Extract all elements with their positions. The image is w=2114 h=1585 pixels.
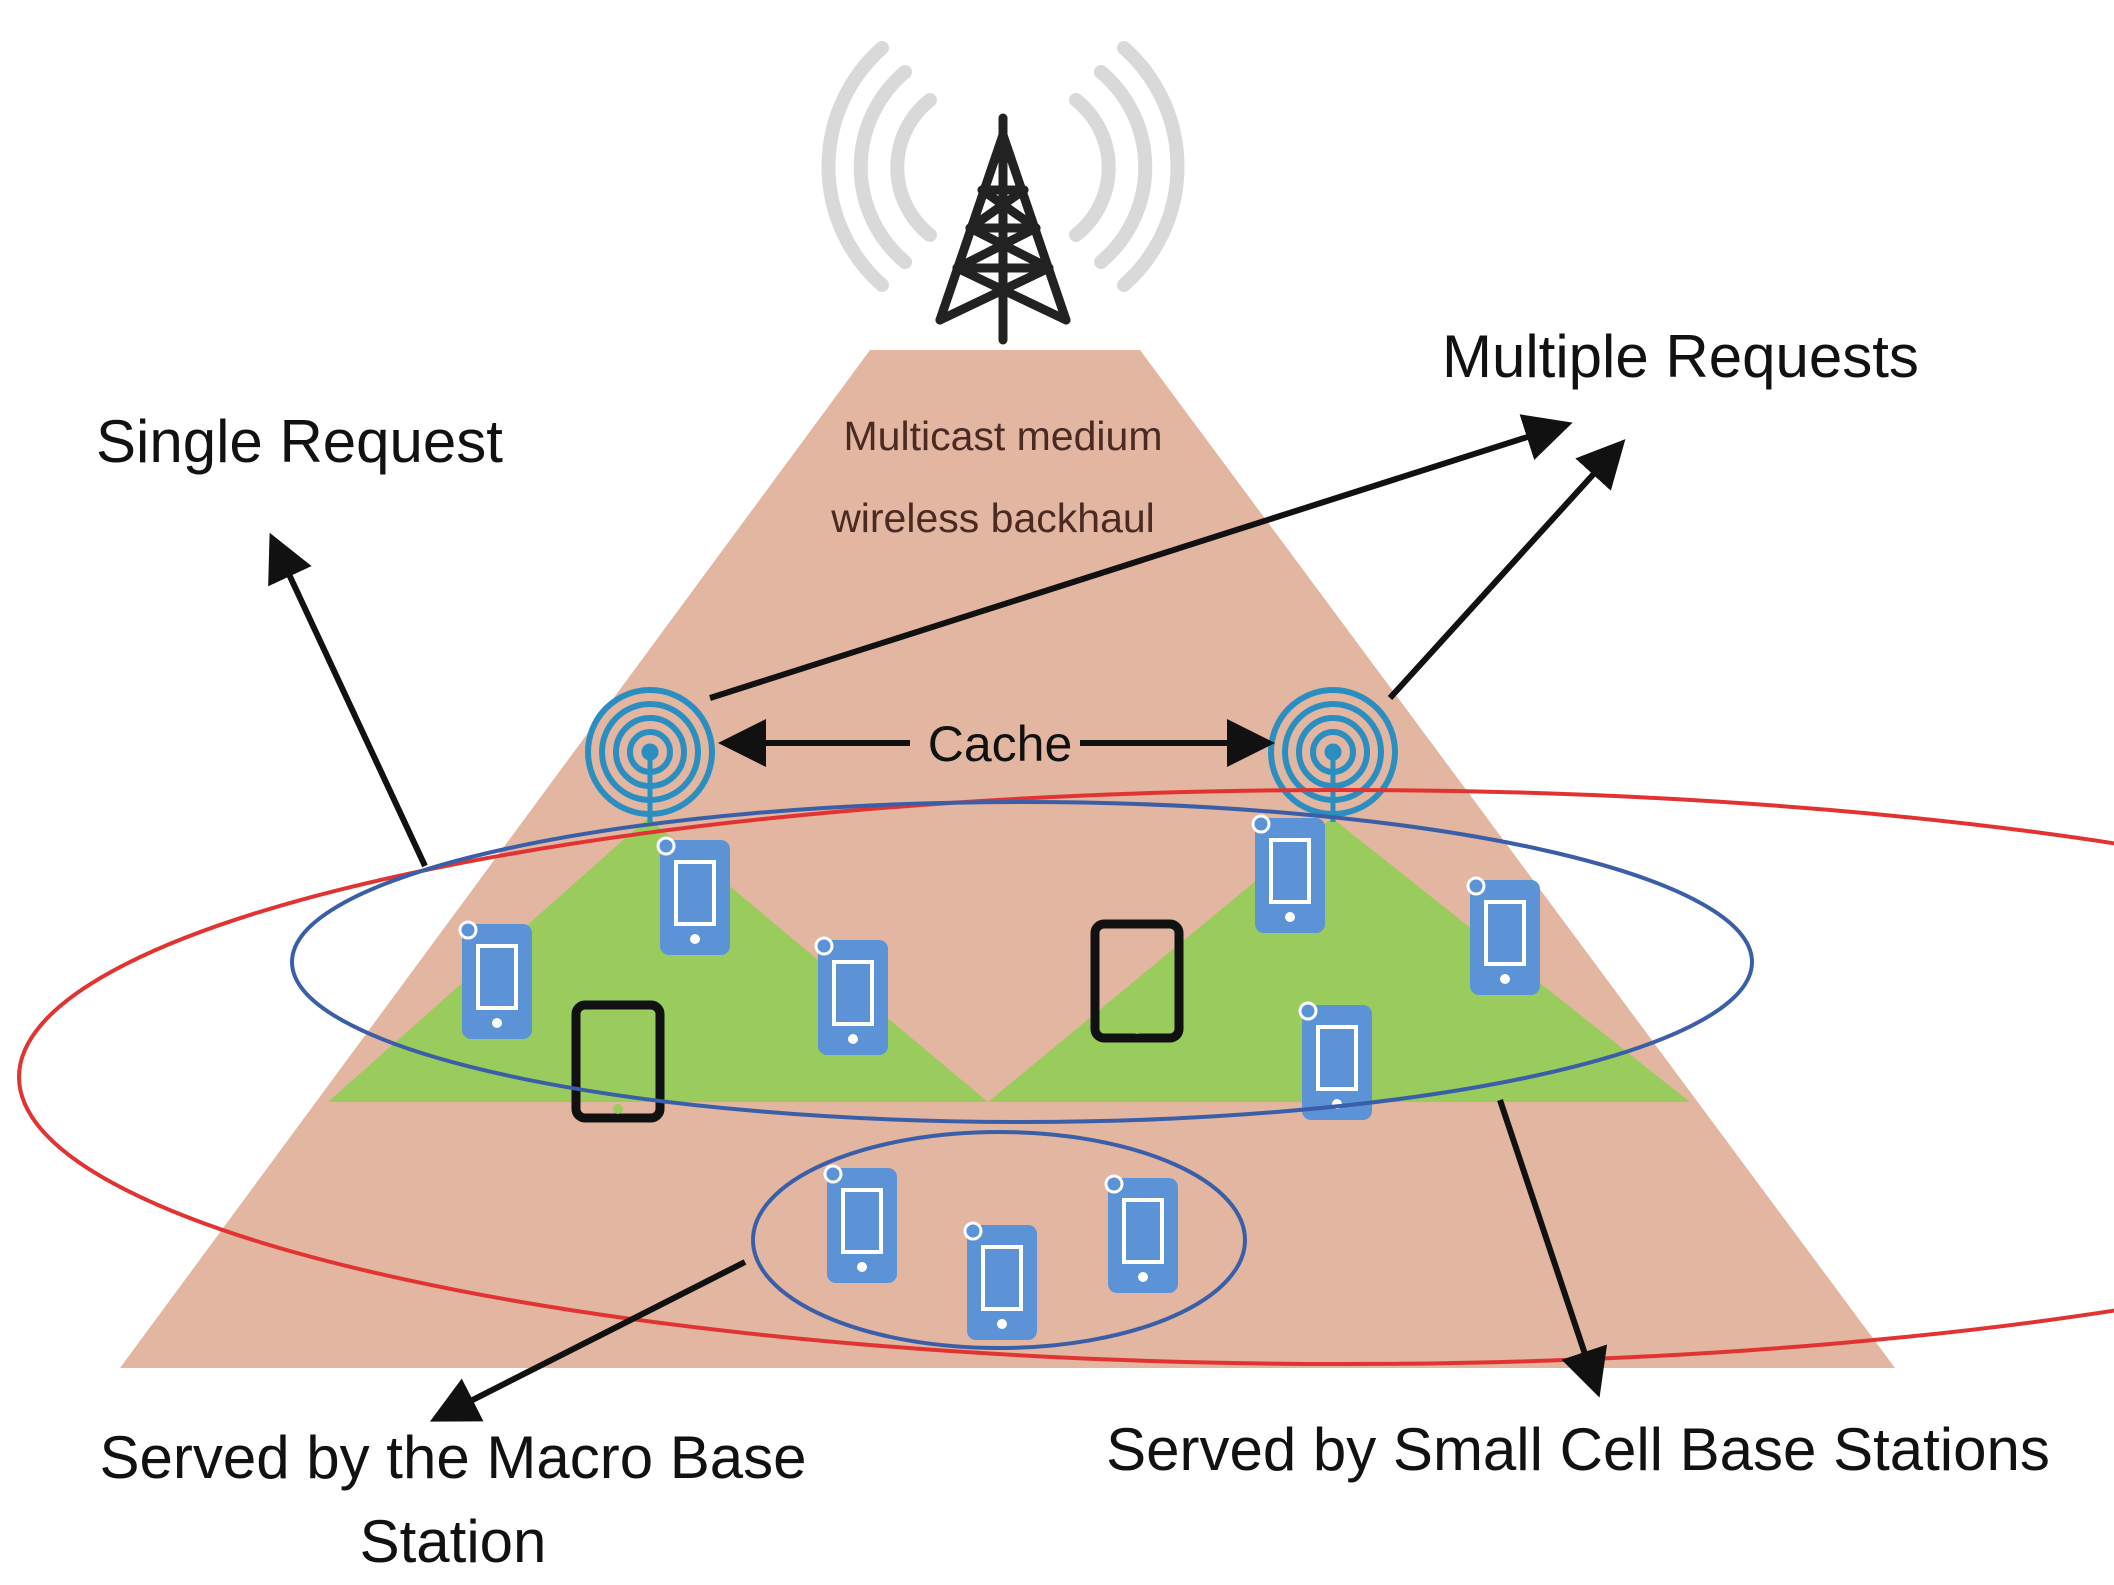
backhaul-label-line2: wireless backhaul xyxy=(830,495,1155,541)
multiple-requests-label: Multiple Requests xyxy=(1442,323,1919,390)
smartphone-icon xyxy=(458,920,532,1039)
tower-signal-icon xyxy=(821,41,1185,292)
small-cell-coverage-right xyxy=(988,818,1690,1102)
smartphone-icon xyxy=(823,1164,897,1283)
user-devices xyxy=(458,814,1540,1340)
small-cells-served-label: Served by Small Cell Base Stations xyxy=(1106,1416,2050,1483)
small-cell-served-region xyxy=(17,788,2114,1366)
macro-served-arrow xyxy=(429,1259,747,1422)
smartphone-icon xyxy=(963,1221,1037,1340)
multiple-requests-arrow-right xyxy=(1387,439,1626,701)
cell-tower-icon xyxy=(935,113,1071,345)
smartphone-icon xyxy=(656,836,730,955)
single-request-arrow xyxy=(268,532,428,868)
macro-served-label-line2: Station xyxy=(360,1508,547,1575)
backhaul-label-line1: Multicast medium xyxy=(844,413,1163,459)
small-cell-group-region xyxy=(290,800,1754,1124)
single-request-label: Single Request xyxy=(96,408,503,475)
small-cell-antenna-icon xyxy=(585,687,715,822)
macro-served-region xyxy=(751,1130,1247,1350)
smartphone-icon xyxy=(1466,876,1540,995)
tablet-icon xyxy=(571,1000,665,1123)
smartphone-icon xyxy=(814,936,888,1055)
small-cells-served-arrow xyxy=(1497,1099,1608,1398)
cache-label: Cache xyxy=(928,716,1073,772)
smartphone-icon xyxy=(1104,1174,1178,1293)
smartphone-icon xyxy=(1251,814,1325,933)
arrows xyxy=(268,414,1626,1422)
macro-cell-coverage xyxy=(120,350,1895,1368)
macro-served-label-line1: Served by the Macro Base xyxy=(99,1424,806,1491)
tablet-icon xyxy=(1090,919,1184,1043)
multiple-requests-arrow-left xyxy=(709,414,1573,701)
